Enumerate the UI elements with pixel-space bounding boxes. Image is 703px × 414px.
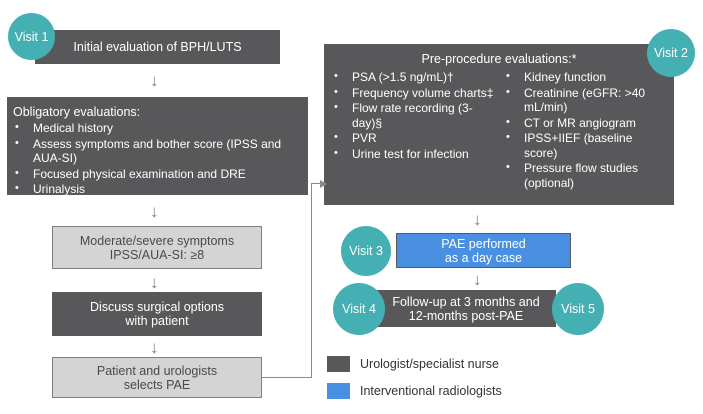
arrow-obligatory-to-moderate: ↓ bbox=[150, 202, 159, 221]
list-item: Urinalysis bbox=[13, 181, 302, 197]
badge-visit-3: Visit 3 bbox=[341, 226, 391, 276]
list-item: Frequency volume charts‡ bbox=[332, 85, 494, 101]
badge-visit-2: Visit 2 bbox=[647, 29, 695, 77]
node-preprocedure-heading: Pre-procedure evaluations:* bbox=[421, 52, 577, 66]
node-preprocedure-left-list: PSA (>1.5 ng/mL)† Frequency volume chart… bbox=[332, 69, 494, 191]
connector-selects-to-preprocedure-vertical bbox=[311, 183, 312, 378]
badge-visit-3-label: Visit 3 bbox=[349, 244, 383, 258]
node-obligatory-heading: Obligatory evaluations: bbox=[13, 105, 141, 119]
node-moderate-severe-symptoms: Moderate/severe symptoms IPSS/AUA-SI: ≥8 bbox=[52, 226, 262, 269]
list-item: Urine test for infection bbox=[332, 146, 494, 162]
list-item: CT or MR angiogram bbox=[504, 115, 666, 131]
list-item: Focused physical examination and DRE bbox=[13, 166, 302, 182]
list-item: Kidney function bbox=[504, 69, 666, 85]
node-selects-pae: Patient and urologists selects PAE bbox=[52, 357, 262, 398]
node-discuss-surgical-line1: Discuss surgical options bbox=[89, 300, 225, 314]
arrow-moderate-to-discuss: ↓ bbox=[150, 273, 159, 292]
badge-visit-4: Visit 4 bbox=[333, 283, 385, 335]
list-item: PVR bbox=[332, 130, 494, 146]
legend-label-urologist: Urologist/specialist nurse bbox=[360, 357, 499, 371]
node-moderate-severe-line2: IPSS/AUA-SI: ≥8 bbox=[109, 247, 205, 262]
arrow-preprocedure-to-pae: ↓ bbox=[473, 210, 482, 229]
node-followup-line1: Follow-up at 3 months and bbox=[392, 294, 540, 309]
connector-preprocedure-arrowhead bbox=[320, 180, 327, 188]
badge-visit-1-label: Visit 1 bbox=[14, 29, 49, 44]
node-pae-performed-line1: PAE performed bbox=[441, 236, 526, 251]
badge-visit-5: Visit 5 bbox=[552, 283, 604, 335]
connector-selects-to-preprocedure-horizontal bbox=[262, 377, 312, 378]
node-obligatory-evaluations: Obligatory evaluations: Medical history … bbox=[7, 97, 308, 198]
list-item: PSA (>1.5 ng/mL)† bbox=[332, 69, 494, 85]
node-initial-evaluation: Initial evaluation of BPH/LUTS bbox=[35, 30, 280, 64]
node-preprocedure-evaluations: Pre-procedure evaluations:* PSA (>1.5 ng… bbox=[324, 44, 674, 205]
node-initial-evaluation-label: Initial evaluation of BPH/LUTS bbox=[73, 40, 242, 54]
list-item: Flow rate recording (3-day)§ bbox=[332, 100, 494, 130]
node-obligatory-list: Medical history Assess symptoms and both… bbox=[13, 120, 302, 198]
badge-visit-2-label: Visit 2 bbox=[654, 46, 688, 60]
node-discuss-surgical-options: Discuss surgical options with patient bbox=[52, 292, 262, 336]
connector-preprocedure-inlet bbox=[311, 183, 323, 184]
node-selects-pae-line1: Patient and urologists bbox=[96, 363, 218, 378]
list-item: Assess symptoms and bother score (IPSS a… bbox=[13, 136, 302, 166]
arrow-discuss-to-selects: ↓ bbox=[150, 338, 159, 357]
node-followup-line2: 12-months post-PAE bbox=[408, 308, 524, 323]
list-item: Creatinine (eGFR: >40 mL/min) bbox=[504, 85, 666, 115]
badge-visit-4-label: Visit 4 bbox=[342, 302, 376, 316]
list-item: IPSS+IIEF (baseline score) bbox=[504, 130, 666, 160]
badge-visit-5-label: Visit 5 bbox=[561, 302, 595, 316]
node-preprocedure-columns: PSA (>1.5 ng/mL)† Frequency volume chart… bbox=[332, 69, 666, 191]
node-moderate-severe-line1: Moderate/severe symptoms bbox=[79, 233, 235, 248]
legend-swatch-interventional bbox=[327, 383, 350, 399]
badge-visit-1: Visit 1 bbox=[8, 13, 55, 60]
node-selects-pae-line2: selects PAE bbox=[123, 377, 191, 392]
node-pae-performed-line2: as a day case bbox=[444, 250, 523, 265]
legend-label-interventional: Interventional radiologists bbox=[360, 384, 502, 398]
legend-swatch-urologist bbox=[327, 356, 350, 372]
list-item: Medical history bbox=[13, 120, 302, 136]
node-followup: Follow-up at 3 months and 12-months post… bbox=[376, 290, 556, 327]
node-discuss-surgical-line2: with patient bbox=[125, 314, 189, 328]
node-preprocedure-right-list: Kidney function Creatinine (eGFR: >40 mL… bbox=[504, 69, 666, 191]
list-item: Pressure flow studies (optional) bbox=[504, 160, 666, 190]
arrow-pae-to-followup: ↓ bbox=[473, 270, 482, 289]
arrow-initial-to-obligatory: ↓ bbox=[150, 71, 159, 90]
node-pae-performed: PAE performed as a day case bbox=[396, 233, 571, 268]
